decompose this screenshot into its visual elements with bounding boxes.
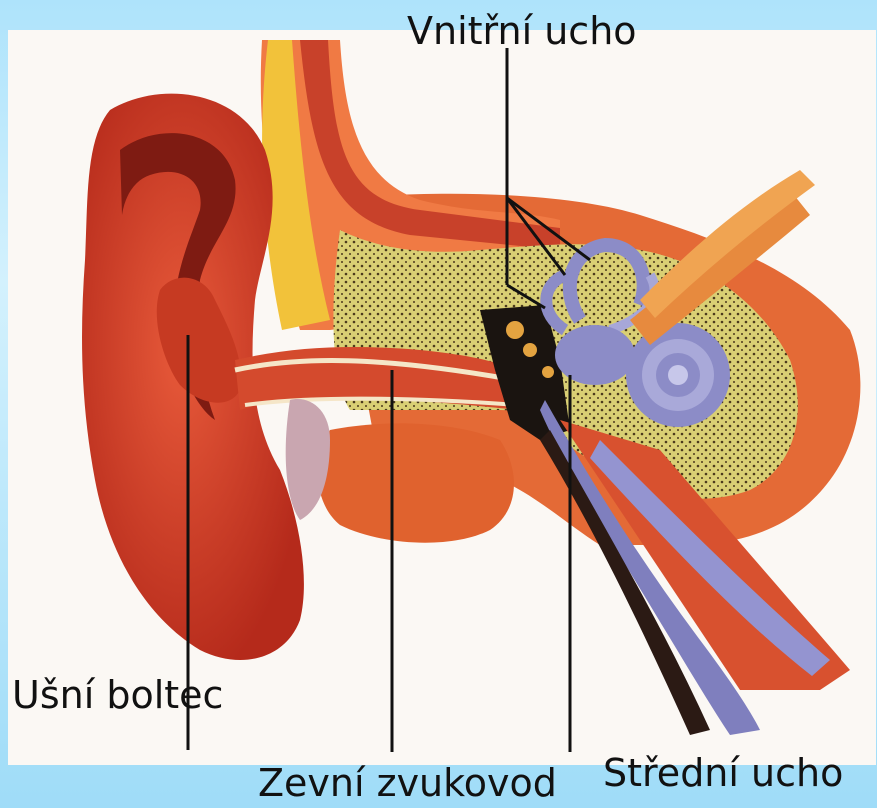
vestibule	[555, 325, 635, 385]
label-ear-canal: Zevní zvukovod	[258, 764, 557, 802]
lower-tissue	[318, 423, 514, 542]
label-pinna: Ušní boltec	[12, 676, 223, 714]
ossicle-malleus	[506, 321, 524, 339]
cochlea-turn-4	[668, 365, 688, 385]
ossicle-stapes	[542, 366, 554, 378]
ossicle-incus	[523, 343, 537, 357]
label-inner-ear: Vnitřní ucho	[407, 12, 637, 50]
label-middle-ear: Střední ucho	[603, 754, 843, 792]
